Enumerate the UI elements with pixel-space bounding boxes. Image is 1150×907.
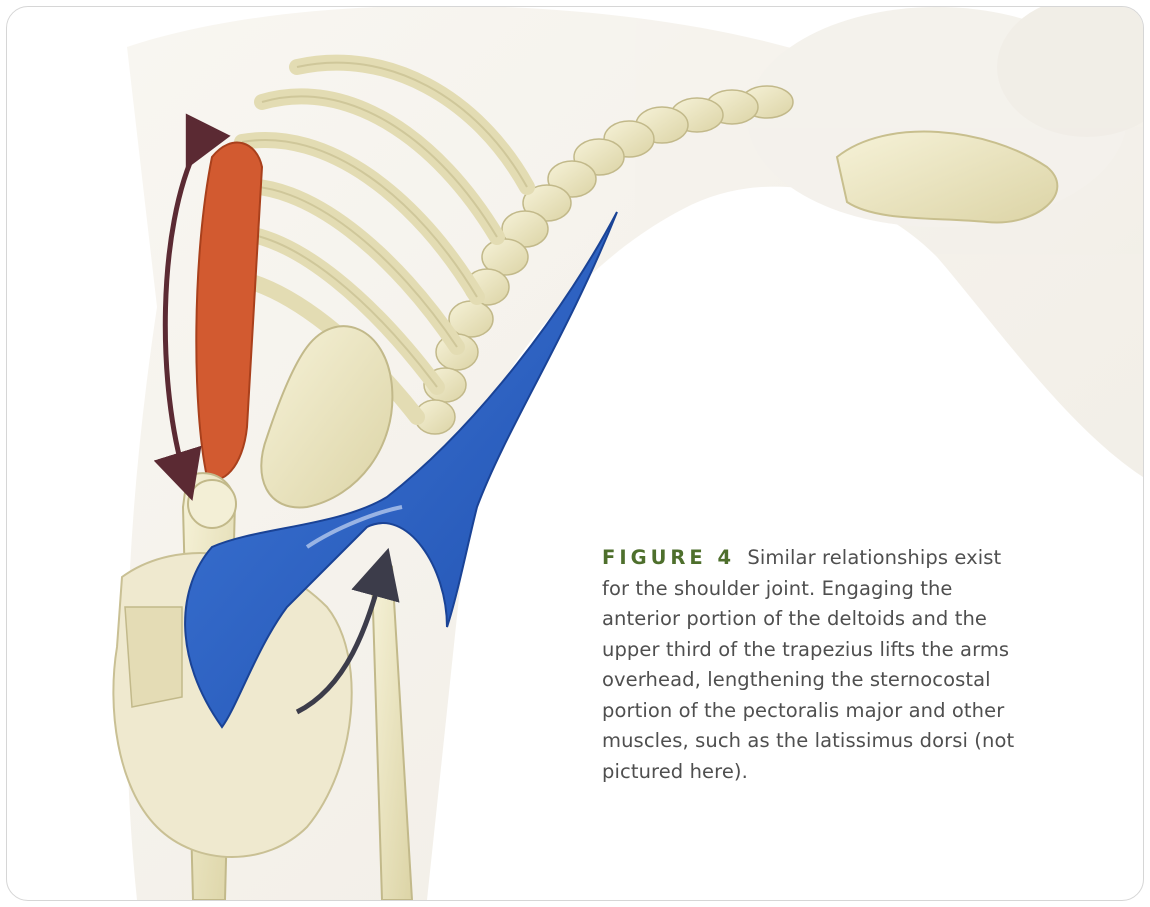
figure-frame: FIGURE 4 Similar relationships exist for… <box>6 6 1144 901</box>
humeral-head <box>188 480 236 528</box>
figure-label: FIGURE 4 <box>602 546 735 569</box>
figure-caption: FIGURE 4 Similar relationships exist for… <box>602 543 1032 787</box>
figure-caption-text: Similar relationships exist for the shou… <box>602 546 1014 783</box>
